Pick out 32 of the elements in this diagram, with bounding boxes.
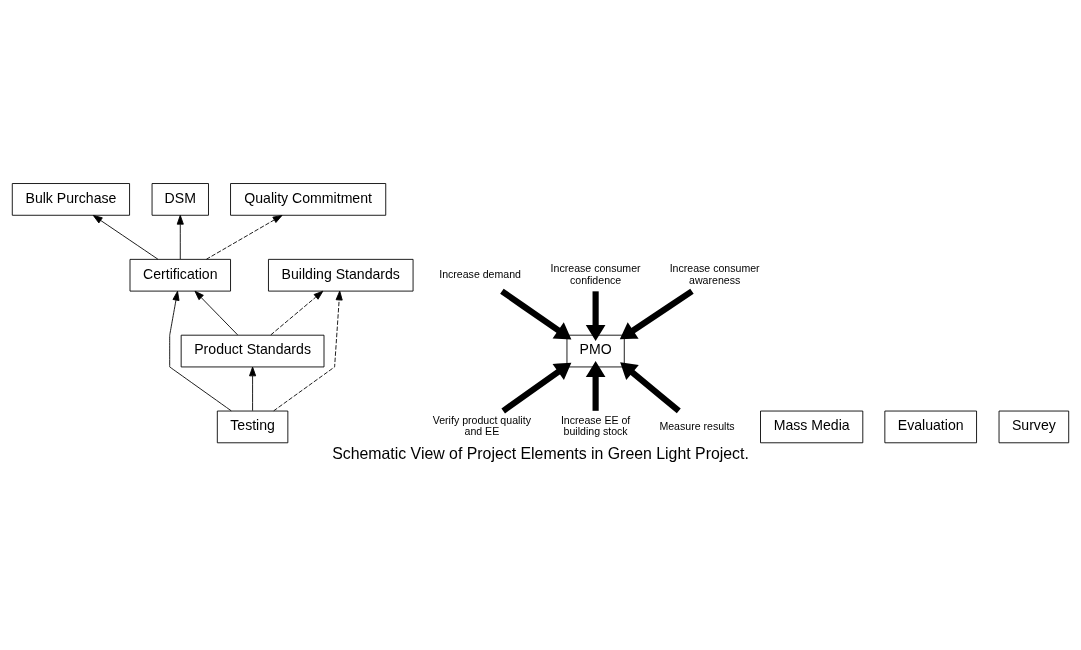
node-box: Evaluation (884, 410, 977, 443)
node-box: Mass Media (760, 410, 864, 443)
node-box: PMO (566, 334, 625, 367)
arrow (585, 290, 606, 341)
node-box: Certification (129, 258, 231, 292)
arrow (194, 290, 239, 335)
arrow (585, 360, 606, 411)
arrow (176, 214, 184, 259)
arrow (249, 366, 257, 411)
arrow (273, 290, 343, 411)
node-box: Testing (216, 410, 289, 443)
node-text: Increase consumer awareness (669, 261, 760, 286)
node-box: Bulk Purchase (11, 182, 130, 216)
arrow (169, 290, 232, 411)
arrow (619, 288, 694, 339)
caption: Schematic View of Project Elements in Green Light Project. (332, 444, 749, 462)
node-text: Increase demand (439, 267, 521, 280)
node-text: Increase EE of building stock (560, 413, 631, 437)
arrow (92, 214, 159, 260)
arrow (500, 288, 572, 339)
arrow (206, 214, 283, 260)
node-box: Survey (998, 410, 1070, 443)
node-text: Verify product quality and EE (432, 413, 531, 437)
node-box: Building Standards (268, 258, 414, 292)
node-text: Increase consumer confidence (550, 261, 641, 286)
node-box: DSM (151, 182, 209, 216)
arrow (270, 290, 324, 335)
node-box: Quality Commitment (230, 182, 387, 216)
node-box: Product Standards (180, 334, 325, 367)
arrow (501, 362, 572, 413)
node-text: Measure results (659, 419, 735, 432)
arrow (620, 361, 681, 413)
